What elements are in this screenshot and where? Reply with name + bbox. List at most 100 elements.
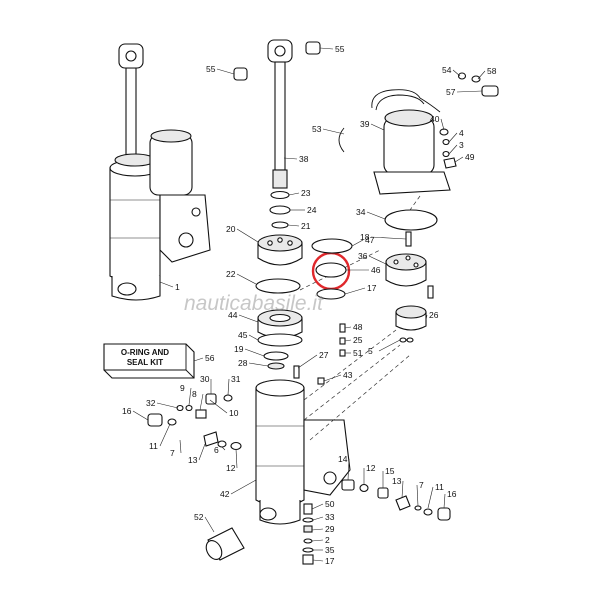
callout-leader <box>238 314 259 323</box>
callout-number: 38 <box>299 154 309 164</box>
callout-leader <box>283 157 298 160</box>
pump-port <box>413 262 419 268</box>
callout-number: 20 <box>226 224 236 234</box>
ring-12-left <box>230 441 242 451</box>
ring-6 <box>217 440 227 448</box>
callout-number: 14 <box>338 454 348 464</box>
kit-box-edge <box>185 369 195 379</box>
callout-leader <box>311 528 324 531</box>
callout-leader <box>227 378 230 396</box>
callout-leader <box>322 128 345 135</box>
callout-number: 13 <box>392 476 402 486</box>
left-motor-housing <box>149 134 193 196</box>
oring-34 <box>384 209 438 231</box>
plug-50 <box>303 503 313 515</box>
oring-46 <box>315 262 347 278</box>
upper-piston-rod <box>274 61 286 171</box>
left-piston-rod <box>125 67 137 159</box>
part-30 <box>205 393 217 405</box>
callout-number: 21 <box>301 221 311 231</box>
screw-17 <box>302 554 314 565</box>
ring-7-right <box>414 505 422 511</box>
callout-leader <box>452 69 461 77</box>
callout-number: 9 <box>180 383 185 393</box>
callout-leader <box>236 228 259 243</box>
callout-leader <box>209 399 228 414</box>
ring-45 <box>257 333 303 347</box>
callout-leader <box>235 448 238 469</box>
callout-number: 18 <box>360 232 370 242</box>
oring-11-right <box>423 508 433 516</box>
main-cylinder-42 <box>255 387 305 508</box>
callout-number: 42 <box>220 489 230 499</box>
seal-kit-box: O-RING AND SEAL KIT <box>103 343 195 379</box>
callout-number: 44 <box>228 310 238 320</box>
left-cylinder-cap <box>114 153 156 167</box>
pump-26-top <box>395 305 427 319</box>
bushing-52-end <box>205 540 223 560</box>
callout-leader <box>344 339 352 342</box>
pump-36-top <box>385 253 427 271</box>
callout-leader <box>216 68 235 75</box>
callout-number: 27 <box>319 350 329 360</box>
callout-number: 50 <box>325 499 335 509</box>
callout-number: 2 <box>325 535 330 545</box>
callout-leader <box>351 239 364 247</box>
callout-number: 12 <box>226 463 236 473</box>
callout-number: 46 <box>371 265 381 275</box>
callout-number: 52 <box>194 512 204 522</box>
callout-leader <box>401 480 404 499</box>
callout-number: 16 <box>447 489 457 499</box>
callout-number: 1 <box>175 282 180 292</box>
nut-23 <box>270 190 290 200</box>
callout-leader <box>179 439 182 454</box>
callout-leader <box>312 516 324 521</box>
ring-31 <box>223 394 233 402</box>
callout-number: 34 <box>356 207 366 217</box>
oring-22 <box>255 278 301 294</box>
callout-leader <box>378 339 401 352</box>
callout-number: 16 <box>122 406 132 416</box>
callout-leader <box>248 362 269 367</box>
left-base-eye <box>117 282 137 296</box>
callout-leader <box>159 423 171 447</box>
callout-leader <box>440 118 445 131</box>
callout-number: 22 <box>226 269 236 279</box>
callout-number: 54 <box>442 65 452 75</box>
guide-line <box>409 195 421 211</box>
callout-number: 48 <box>353 322 363 332</box>
callout-leader <box>230 479 257 495</box>
motor-assembly <box>317 89 457 385</box>
callout-number: 5 <box>368 346 373 356</box>
callout-leader <box>448 132 458 143</box>
callout-number: 12 <box>366 463 376 473</box>
callout-number: 10 <box>229 408 239 418</box>
main-base-eye <box>259 507 277 521</box>
callout-leader <box>416 484 419 507</box>
watermark: nauticabasile.it <box>184 292 324 315</box>
callout-leader <box>370 123 385 131</box>
motor-wire <box>371 89 441 113</box>
callout-leader <box>244 348 265 357</box>
left-small-parts <box>147 393 242 451</box>
bushing-55-left <box>233 67 248 81</box>
callout-leader <box>288 192 300 196</box>
callout-number: 40 <box>430 114 440 124</box>
callout-leader <box>366 211 386 220</box>
callout-leader <box>204 516 215 533</box>
callout-number: 53 <box>312 124 322 134</box>
callout-number: 28 <box>238 358 248 368</box>
spring-29 <box>303 525 313 533</box>
callout-number: 57 <box>446 87 456 97</box>
motor-39-top <box>384 109 434 127</box>
left-rod-eye-hole <box>125 50 137 62</box>
plug-16-right <box>437 507 451 521</box>
callout-number: 51 <box>353 348 363 358</box>
oring-33 <box>302 517 314 523</box>
plug-57 <box>481 85 499 97</box>
callout-number: 45 <box>238 330 248 340</box>
part-43 <box>317 377 325 385</box>
ball-2 <box>303 538 313 544</box>
end-cap-hole <box>277 237 283 243</box>
